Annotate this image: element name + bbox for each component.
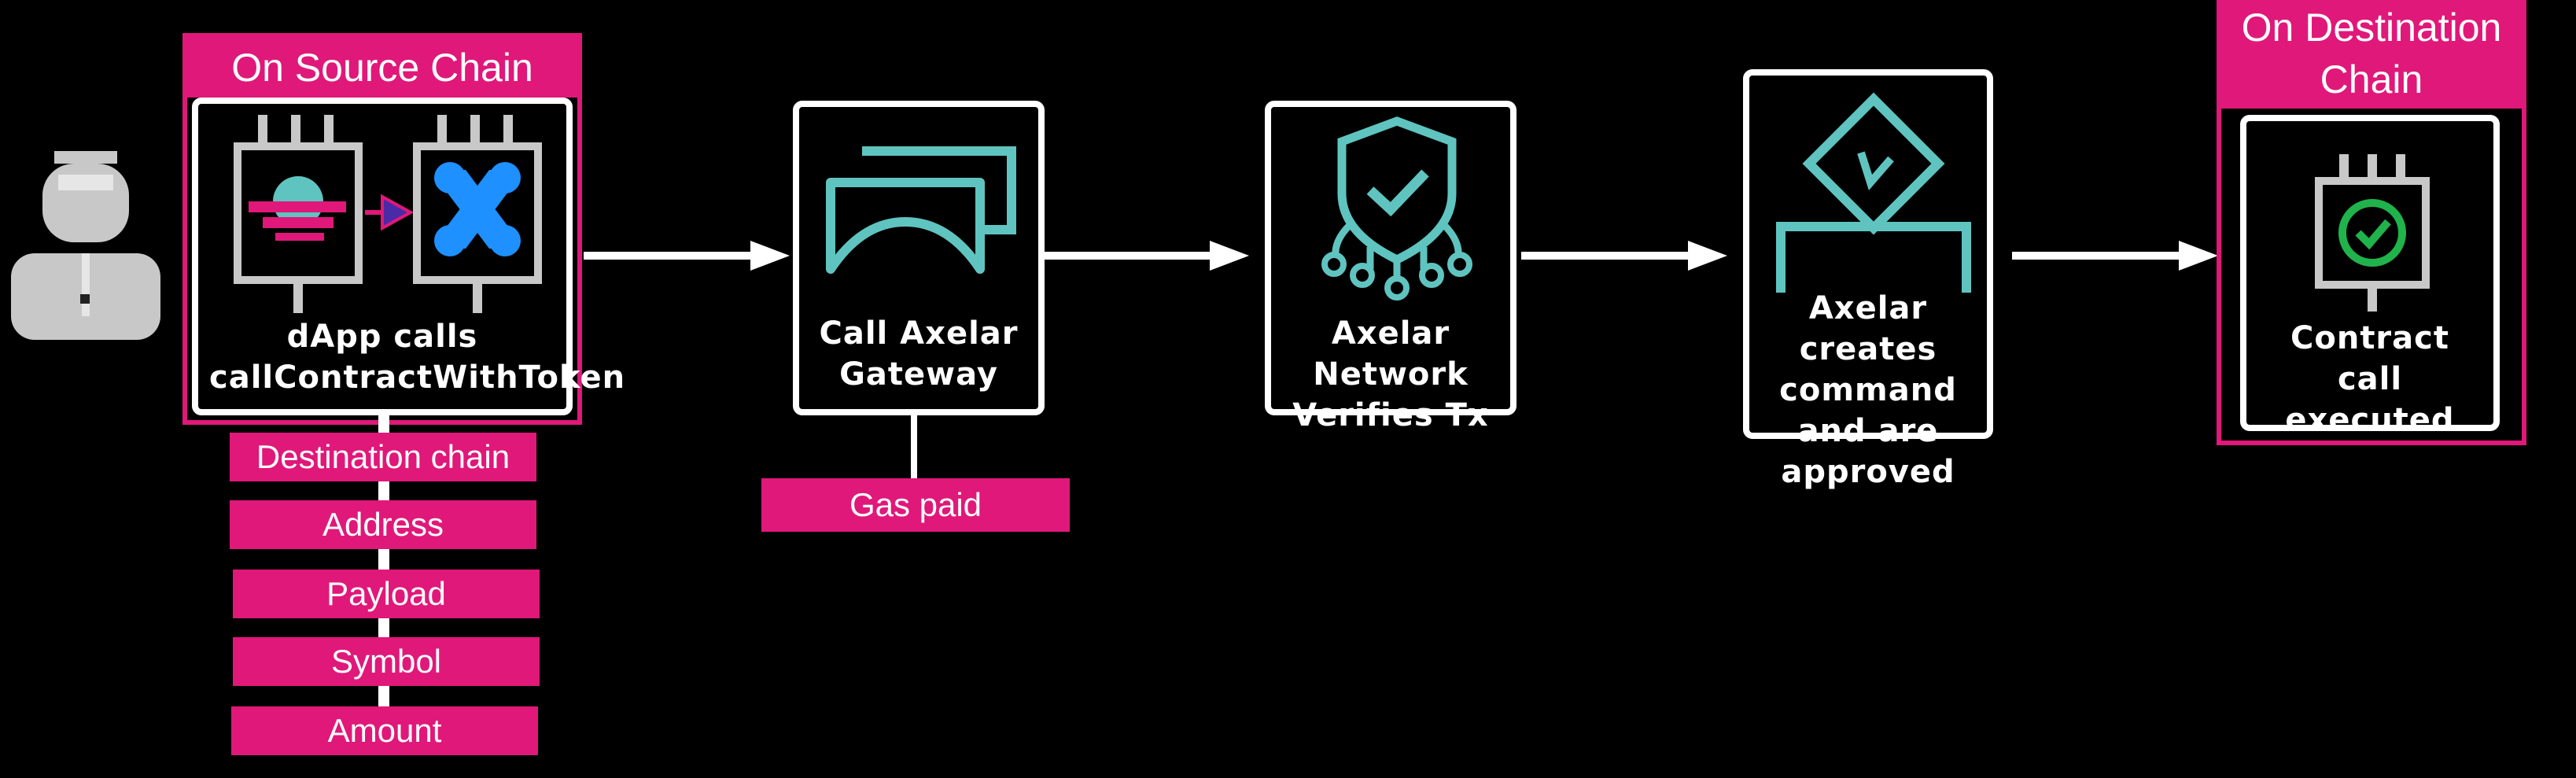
flow-arrow-3	[1521, 241, 1727, 271]
param-payload: Payload	[233, 570, 540, 618]
param-symbol: Symbol	[233, 637, 540, 686]
user-icon	[11, 151, 160, 340]
gateway-step-label: Call Axelar Gateway	[819, 315, 1019, 393]
param-destination-chain: Destination chain	[230, 433, 536, 481]
param-connector	[378, 415, 389, 708]
destination-chain-title: On Destination Chain	[2217, 0, 2526, 109]
destination-step-label: Contract call executed	[2285, 320, 2455, 438]
approval-step-label: Axelar creates command and are approved	[1779, 290, 1957, 490]
network-step-label: Axelar Network Verifies Tx	[1292, 315, 1489, 433]
shield-network-icon	[1321, 116, 1472, 301]
destination-chain-group: On Destination Chain	[2217, 0, 2526, 445]
param-address: Address	[230, 500, 536, 549]
vote-box-icon	[1776, 92, 1971, 293]
gateway-icon	[826, 146, 1016, 274]
flow-arrow-2	[1043, 241, 1249, 271]
gas-paid-tag: Gas paid	[761, 478, 1070, 532]
flow-arrow-4	[2012, 241, 2218, 271]
flow-arrow-1	[584, 241, 790, 271]
param-amount: Amount	[231, 706, 538, 755]
source-step-box: dApp calls callContractWithToken	[192, 98, 626, 415]
arrow-icon	[365, 194, 415, 231]
approval-step-box: Axelar creates command and are approved	[1743, 69, 1993, 490]
gateway-step-box: Call Axelar Gateway	[793, 101, 1045, 415]
destination-step-box: Contract call executed	[2240, 115, 2500, 438]
chip-icon	[234, 115, 363, 313]
chip-check-icon	[2315, 154, 2430, 312]
destination-title-line1: On Destination	[2241, 6, 2502, 50]
source-chain-title: On Source Chain	[187, 38, 577, 98]
chip-icon	[413, 115, 542, 313]
destination-title-line2: Chain	[2320, 57, 2423, 101]
gas-connector	[911, 415, 917, 480]
network-step-box: Axelar Network Verifies Tx	[1265, 101, 1516, 433]
source-step-label: dApp calls callContractWithToken	[209, 319, 626, 396]
